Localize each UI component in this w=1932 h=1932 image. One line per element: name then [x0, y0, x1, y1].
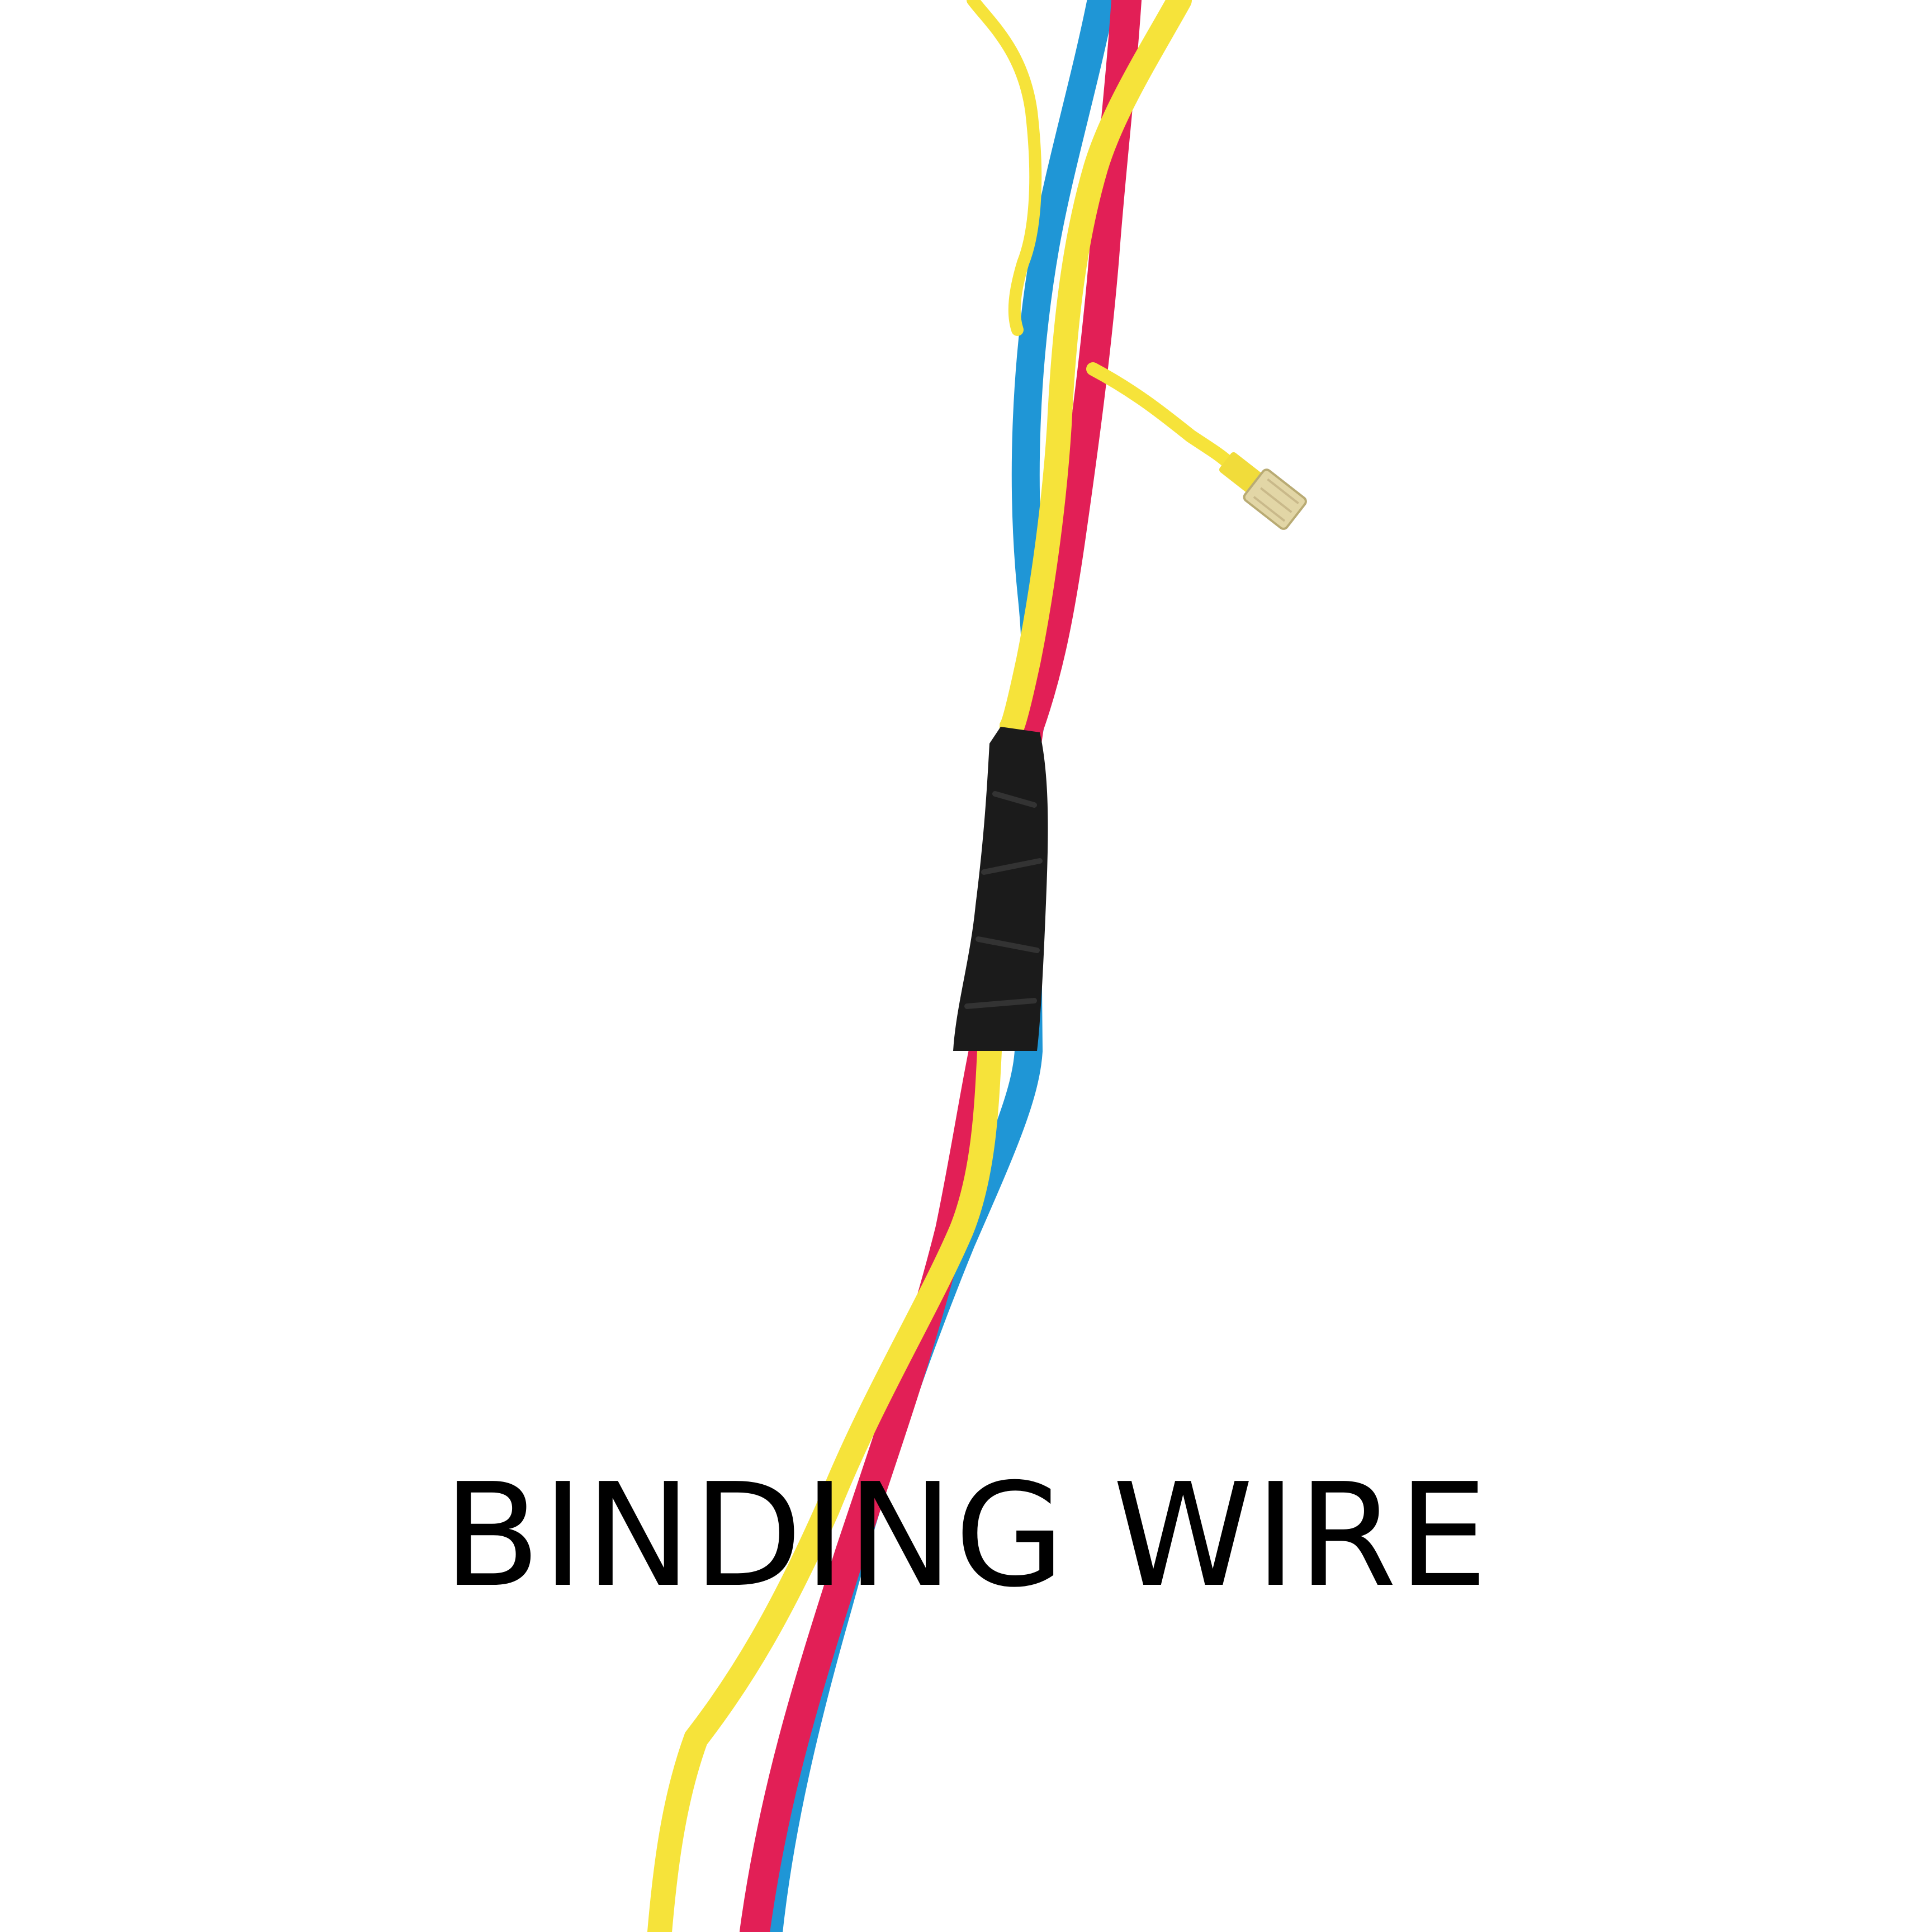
electrical-tape-wrap: [953, 727, 1048, 1051]
tape-texture: [964, 791, 1043, 1009]
yellow-branch-wire-top: [967, 0, 1042, 336]
yellow-wire: [647, 0, 1192, 1932]
yellow-branch-wire-connector: [1086, 362, 1237, 471]
product-caption: BINDING WIRE: [443, 1453, 1489, 1619]
rj45-connector-icon: [1219, 452, 1307, 530]
